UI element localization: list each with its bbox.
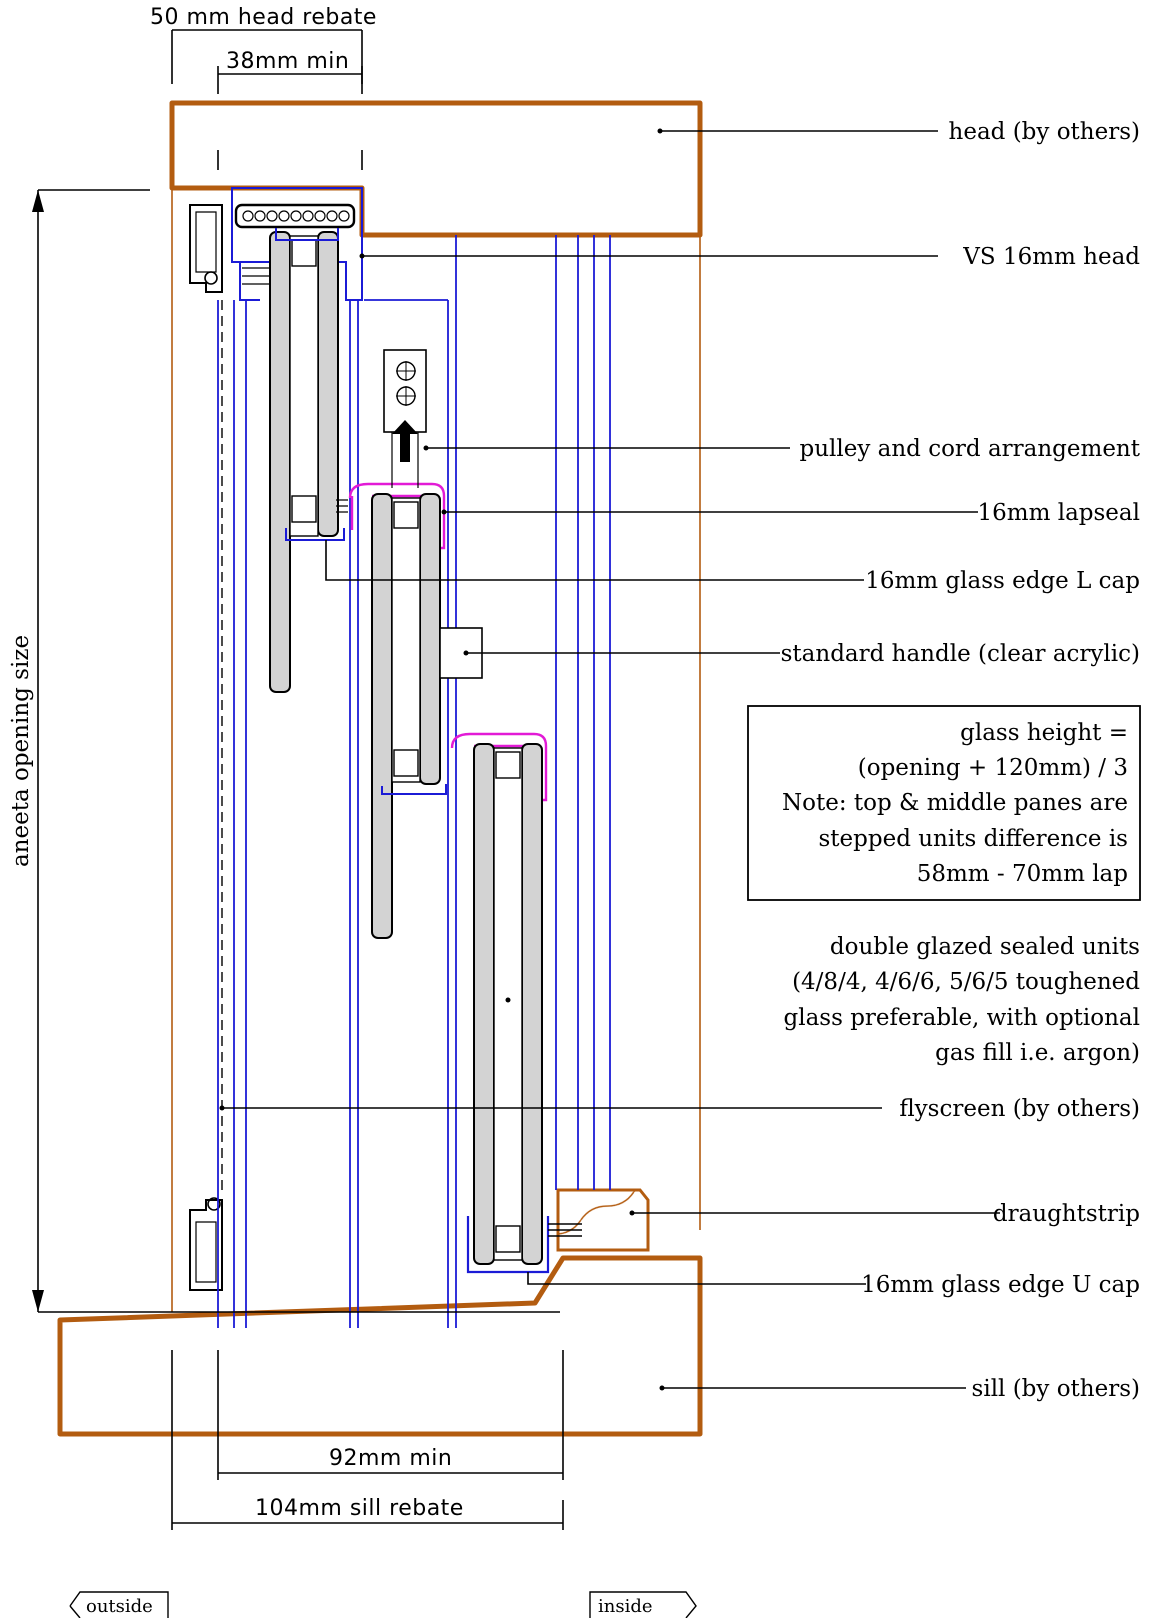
callout-lapseal: 16mm lapseal — [441, 500, 1140, 526]
head-rebate-dimension: 50 mm head rebate — [150, 5, 377, 84]
flyscreen-top-clip — [189, 204, 223, 293]
opening-size-dimension: aneeta opening size — [8, 189, 560, 1313]
label-draughtstrip: draughtstrip — [993, 1201, 1140, 1227]
vs-head-extrusion — [231, 187, 363, 301]
label-double-glazed-3: glass preferable, with optional — [784, 1005, 1141, 1031]
sill-min-label: 92mm min — [329, 1446, 452, 1471]
label-sill: sill (by others) — [972, 1376, 1140, 1402]
callout-sill: sill (by others) — [659, 1376, 1140, 1402]
label-double-glazed-1: double glazed sealed units — [830, 934, 1140, 960]
middle-lapseal — [348, 482, 446, 550]
bottom-sash-glass-inner — [521, 743, 543, 1265]
label-head: head (by others) — [949, 119, 1140, 145]
label-double-glazed-2: (4/8/4, 4/6/6, 5/6/5 toughened — [792, 969, 1140, 995]
label-u-cap: 16mm glass edge U cap — [861, 1272, 1140, 1298]
bottom-sash — [450, 732, 582, 1274]
callout-u-cap: 16mm glass edge U cap — [527, 1272, 1140, 1298]
callout-double-glazed: double glazed sealed units (4/8/4, 4/6/6… — [505, 934, 1141, 1066]
top-sash-glass-outer — [269, 231, 291, 693]
guide-rails — [217, 235, 611, 1328]
bottom-lapseal — [450, 732, 548, 802]
sill-timber-body — [57, 1255, 703, 1437]
head-min-label: 38mm min — [226, 49, 349, 74]
middle-sash-glass-outer — [371, 493, 393, 939]
inside-tag: inside — [589, 1591, 697, 1618]
label-handle: standard handle (clear acrylic) — [781, 641, 1140, 667]
label-double-glazed-4: gas fill i.e. argon) — [935, 1040, 1140, 1066]
note-line-4: stepped units difference is — [818, 826, 1128, 852]
pulley-assembly — [383, 349, 427, 488]
outside-label: outside — [86, 1596, 153, 1617]
jamb-lines — [171, 188, 701, 1312]
bottom-sash-glass-outer — [473, 743, 495, 1265]
note-line-1: glass height = — [960, 720, 1128, 746]
sill-rebate-dimension: 104mm sill rebate — [171, 1350, 564, 1530]
note-box: glass height = (opening + 120mm) / 3 Not… — [747, 705, 1141, 901]
note-line-5: 58mm - 70mm lap — [917, 861, 1128, 887]
middle-sash — [348, 482, 447, 939]
flyscreen-bottom-clip — [189, 1197, 223, 1291]
label-pulley: pulley and cord arrangement — [799, 436, 1140, 462]
top-sash — [269, 228, 348, 693]
callout-handle: standard handle (clear acrylic) — [463, 641, 1140, 667]
sill-min-dimension: 92mm min — [217, 1350, 564, 1480]
head-min-dimension: 38mm min — [217, 49, 363, 170]
note-line-2: (opening + 120mm) / 3 — [858, 755, 1128, 781]
opening-size-label: aneeta opening size — [8, 635, 34, 867]
label-flyscreen: flyscreen (by others) — [899, 1096, 1140, 1122]
top-sash-glass-inner — [317, 231, 339, 537]
callout-vs-head: VS 16mm head — [359, 244, 1140, 270]
label-vs-head: VS 16mm head — [962, 244, 1140, 270]
callout-flyscreen: flyscreen (by others) — [219, 1096, 1140, 1122]
draughtstrip-block — [556, 1188, 650, 1252]
callout-l-cap: 16mm glass edge L cap — [325, 540, 1140, 594]
u-cap — [466, 1216, 550, 1274]
note-line-3: Note: top & middle panes are — [782, 790, 1128, 816]
head-rebate-label: 50 mm head rebate — [150, 5, 377, 30]
label-lapseal: 16mm lapseal — [978, 500, 1140, 526]
sill-timber — [57, 1255, 703, 1437]
callout-head: head (by others) — [657, 119, 1140, 145]
sill-rebate-label: 104mm sill rebate — [255, 1496, 464, 1521]
outside-tag: outside — [69, 1591, 169, 1618]
middle-sash-glass-inner — [419, 493, 441, 785]
callout-pulley: pulley and cord arrangement — [423, 436, 1141, 462]
label-l-cap: 16mm glass edge L cap — [865, 568, 1140, 594]
inside-label: inside — [598, 1596, 653, 1617]
callout-draughtstrip: draughtstrip — [629, 1201, 1140, 1227]
